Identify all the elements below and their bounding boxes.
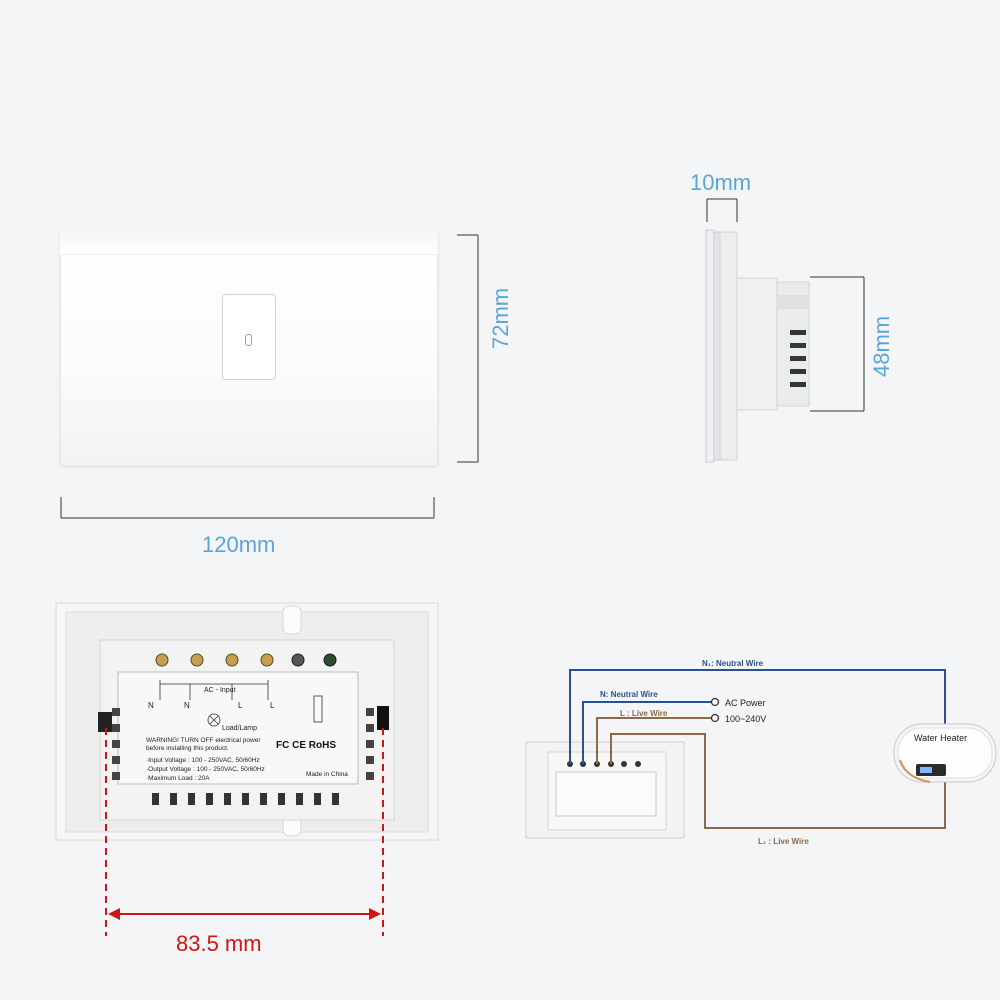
height-dimension-line bbox=[457, 234, 479, 463]
water-heater-label: Water Heater bbox=[914, 733, 967, 743]
width-dimension-line bbox=[60, 497, 435, 519]
load-label: Load/Lamp bbox=[222, 725, 257, 732]
water-heater-icon bbox=[893, 723, 997, 783]
mount-spacing-dimension bbox=[105, 728, 384, 936]
box-height-dimension-line bbox=[810, 276, 865, 412]
terminal-n1-label: N bbox=[148, 701, 154, 710]
depth-label: 10mm bbox=[690, 170, 752, 195]
l1-live-wire-label: L₁ : Live Wire bbox=[758, 837, 809, 846]
terminal-screws bbox=[155, 653, 337, 667]
vent-slots bbox=[152, 793, 339, 805]
voltage-label: 100~240V bbox=[725, 714, 766, 724]
neutral-wire-n bbox=[582, 701, 712, 764]
terminal-n-label: N bbox=[184, 701, 190, 710]
power-indicator-icon bbox=[245, 334, 252, 346]
switch-back-view bbox=[55, 602, 439, 841]
live-wire-l1 bbox=[610, 733, 946, 829]
terminal-l-label: L bbox=[238, 701, 243, 710]
cert-logos: FC CE RoHS bbox=[276, 740, 336, 751]
ac-input-label: AC - Input bbox=[204, 687, 236, 694]
touch-key[interactable] bbox=[222, 294, 276, 380]
spec-input: ·Input Voltage : 100 - 250VAC, 50/60Hz bbox=[146, 757, 260, 764]
side-mount-clips bbox=[98, 706, 389, 732]
warning-line-1: WARNING! TURN OFF electrical power bbox=[146, 737, 261, 744]
terminal-l1-label: L bbox=[270, 701, 275, 710]
width-label: 120mm bbox=[202, 532, 276, 557]
wiring-diagram bbox=[525, 669, 997, 839]
l-live-wire-label: L : Live Wire bbox=[620, 709, 668, 718]
warning-line-2: before installing this product. bbox=[146, 745, 229, 752]
height-label: 72mm bbox=[488, 287, 513, 349]
glass-edge bbox=[60, 228, 438, 255]
switch-side-view bbox=[705, 229, 810, 463]
n1-neutral-wire-label: N₁: Neutral Wire bbox=[702, 659, 764, 668]
depth-dimension-line bbox=[706, 198, 738, 222]
switch-front-panel bbox=[60, 228, 438, 466]
live-wire-l bbox=[596, 717, 712, 764]
spec-load: ·Maximum Load : 20A bbox=[146, 775, 210, 782]
n-neutral-wire-label: N: Neutral Wire bbox=[600, 690, 658, 699]
mount-spacing-label: 83.5 mm bbox=[176, 931, 262, 956]
box-height-label: 48mm bbox=[869, 315, 894, 377]
neutral-wire-n1 bbox=[569, 669, 946, 764]
ac-power-label: AC Power bbox=[725, 698, 766, 708]
spec-output: ·Output Voltage : 100 - 250VAC, 50/60Hz bbox=[146, 766, 265, 773]
origin-text: Made in China bbox=[306, 771, 348, 778]
